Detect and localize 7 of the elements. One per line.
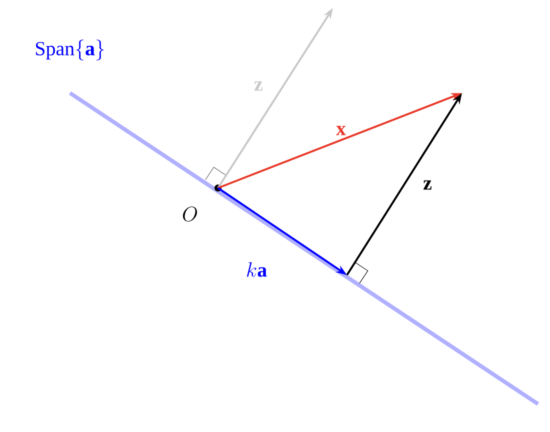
- point-label: $O$: [182, 206, 198, 222]
- subspace-label: $\mathrm{Span}\{\mathbf{a}\}$: [36, 40, 104, 60]
- right-angle-mark: [355, 262, 368, 284]
- edge-label: $\mathbf{z}$: [423, 180, 432, 190]
- edge-label: $k\mathbf{a}$: [247, 262, 267, 277]
- edge-label: $\mathbf{x}$: [336, 126, 346, 136]
- point-dot: [214, 184, 222, 192]
